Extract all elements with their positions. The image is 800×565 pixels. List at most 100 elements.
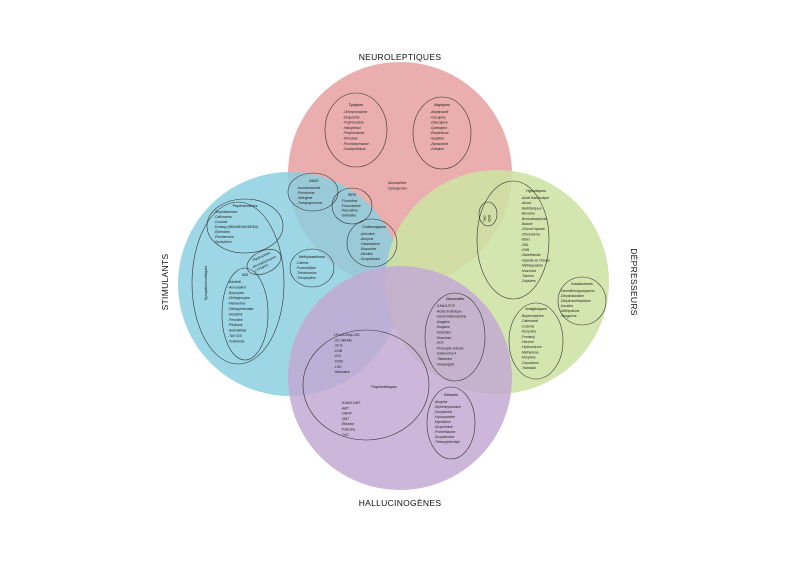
drug-item: -Nicotine [360, 252, 373, 256]
drug-item: -Mémantine [228, 302, 246, 306]
drug-item: -Hydrate de Chloral [521, 258, 550, 262]
group-delirants-title: Délirants [444, 393, 458, 397]
drug-item: -Alcool [521, 201, 531, 205]
drug-item: -Voacangine [436, 362, 454, 366]
ellipse-psychedeliques [302, 329, 430, 441]
drug-item: -Isocarboxazide [297, 186, 320, 190]
drug-item: -Codéine [521, 324, 535, 328]
ellipse-kavalactones [557, 276, 607, 326]
drug-item: -Galantamine [360, 242, 380, 246]
drug-item: -Dropéridol [343, 115, 360, 119]
drug-item: -Atropine [360, 237, 374, 241]
ellipse-imao [287, 172, 339, 212]
drug-item: -Carfentanil [521, 319, 538, 323]
drug-item: -Méthysticine [560, 309, 580, 313]
group-psychedeliques-a: 1P-not-Ethyl-LSD-2C-HBOMe-2C-B-DOB-DOI-D… [334, 333, 360, 374]
group-ddi-title: DDI [242, 273, 248, 277]
drug-item: -Chloral Hydrate [521, 227, 545, 231]
drug-item: -Sertraline [341, 213, 356, 217]
group-delirants: Délirants -Atropine-Diphénhydramine-Doxy… [434, 393, 461, 444]
drug-item: -Méthaqualone [521, 264, 543, 268]
drug-item: -Fluvoxamine [341, 204, 361, 208]
drug-item: -Ibogaine [436, 325, 450, 329]
ellipse-atypiques [412, 96, 472, 170]
drug-item: -PCP [436, 341, 445, 345]
drug-item: Atomoxétine [388, 181, 406, 185]
drug-item: -Ziprasidone [430, 142, 448, 146]
drug-item: -LSD [334, 365, 342, 369]
drug-item: -Méthylphénidate [228, 307, 253, 311]
ellipse-piperazines [246, 249, 282, 275]
drug-item: -DOM [334, 360, 343, 364]
drug-item: -Bupropion [228, 291, 244, 295]
drug-item: -Chloroforme [521, 232, 540, 236]
drug-item: -Tranylcypromine [297, 201, 323, 205]
group-isrs-title: ISRS [348, 193, 357, 197]
group-dissociatifs-title: Dissociatifs [446, 297, 464, 301]
drug-item: -GBL [521, 243, 529, 247]
drug-item: -Perphénazine [343, 131, 365, 135]
drug-item: -Phénelzine [297, 191, 315, 195]
group-methylxanthines: Méthylxanthines -Caféine-Furanofylline-T… [296, 255, 325, 280]
drug-item: -Sélénaflibal [228, 329, 246, 333]
group-sympathomimetiques-title: Sympathomimétiques [204, 266, 208, 301]
drug-item: -Modafinil [228, 312, 243, 316]
group-analgesiques: Analgésiques -Buprénorphine-Carfentanil-… [521, 307, 547, 370]
group-atypiques-title: Atypiques [434, 103, 450, 107]
drug-item: -Prochlorpérazine [343, 142, 369, 146]
drug-item: (-TFMPP) [254, 263, 269, 273]
drug-item: -Muscimol [521, 269, 536, 273]
ellipse-ddi [221, 267, 269, 361]
drug-item: -TAK 925 [228, 334, 242, 338]
drug-item: -2C-HBOMe [334, 338, 352, 342]
drug-item: -Cathinones [214, 215, 232, 219]
label-depresseurs: DÉPRESSEURS [629, 248, 639, 316]
drug-item: -Acide Barbiturique [521, 196, 549, 200]
ellipse-cholinergiques [346, 218, 398, 268]
drug-item: -Chlorpromazine [343, 110, 368, 114]
drug-item: CBD [488, 214, 492, 222]
group-hypnotiques: Hypnotiques -Acide Barbiturique-Alcool-B… [521, 189, 550, 283]
group-psychedeliques-title: Psychédéliques [371, 385, 396, 389]
group-hypnotiques-title: Hypnotiques [526, 189, 546, 193]
drug-item: -Amphétamines [214, 210, 237, 214]
drug-item: -DMHP [341, 412, 353, 416]
ellipse-sympathomimetiques [191, 201, 285, 365]
drug-item: -Prométhazine [434, 430, 456, 434]
group-dissociatifs: Dissociatifs -3-MeO-PCP-Acide Ibotenique… [436, 297, 466, 366]
drug-item: -DMT [341, 417, 349, 421]
drug-item: -Glutéthimide [521, 253, 541, 257]
drug-item: -Atropine [434, 400, 448, 404]
drug-item: -Zuclopenthixol [343, 147, 366, 151]
drug-item: -Hyoscyamine [434, 415, 455, 419]
group-psychomoteurs: Psychomoteurs -Amphétamines-Cathinones-C… [214, 204, 258, 244]
drug-item: 1P-not-Ethyl-LSD [334, 333, 360, 337]
group-isrs: ISRS -Fluoxétine-Fluvoxamine-Paroxétine-… [341, 193, 361, 217]
drug-item: -Furanofylline [296, 266, 316, 270]
drug-item: -Acide Ibotenique [436, 309, 462, 313]
drug-item: -Muscarine [360, 247, 376, 251]
drug-item: -Hydrocodone [521, 345, 542, 349]
drug-item: -Yangonine [560, 314, 577, 318]
drug-item: -Héroïne [521, 340, 534, 344]
drug-item: -Fluphénazine [343, 121, 364, 125]
ellipse-analgesiques [508, 302, 564, 380]
drug-item: -Diphénhydramine [434, 405, 461, 409]
drug-item: -Aréco­line [360, 232, 375, 236]
group-ddi: DDI -Adrafinil-Armodafinil-Bupropion-Dié… [228, 273, 253, 343]
ellipse-cannabis [478, 201, 498, 227]
drug-item: -2C-B [334, 344, 343, 348]
drug-item: -Paroxétine [341, 209, 358, 213]
drug-item: -Psilocine [341, 428, 355, 432]
drug-item: -Tilétamine [436, 357, 452, 361]
group-cholinergiques: Cholinergiques -Aréco­line-Atropine-Gala… [360, 225, 386, 261]
group-piperazines-title: Pipérazines [252, 251, 271, 263]
drug-item: -Desméthoxyyangonine [560, 289, 595, 293]
drug-item: -Morphine [521, 356, 536, 360]
drug-item: -Fentanyl [521, 335, 535, 339]
group-cholinergiques-title: Cholinergiques [362, 225, 386, 229]
drug-item: -Sulpiride [430, 137, 444, 141]
drug-item: -Barbituriques [521, 206, 542, 210]
drug-item: -DOB [334, 349, 343, 353]
